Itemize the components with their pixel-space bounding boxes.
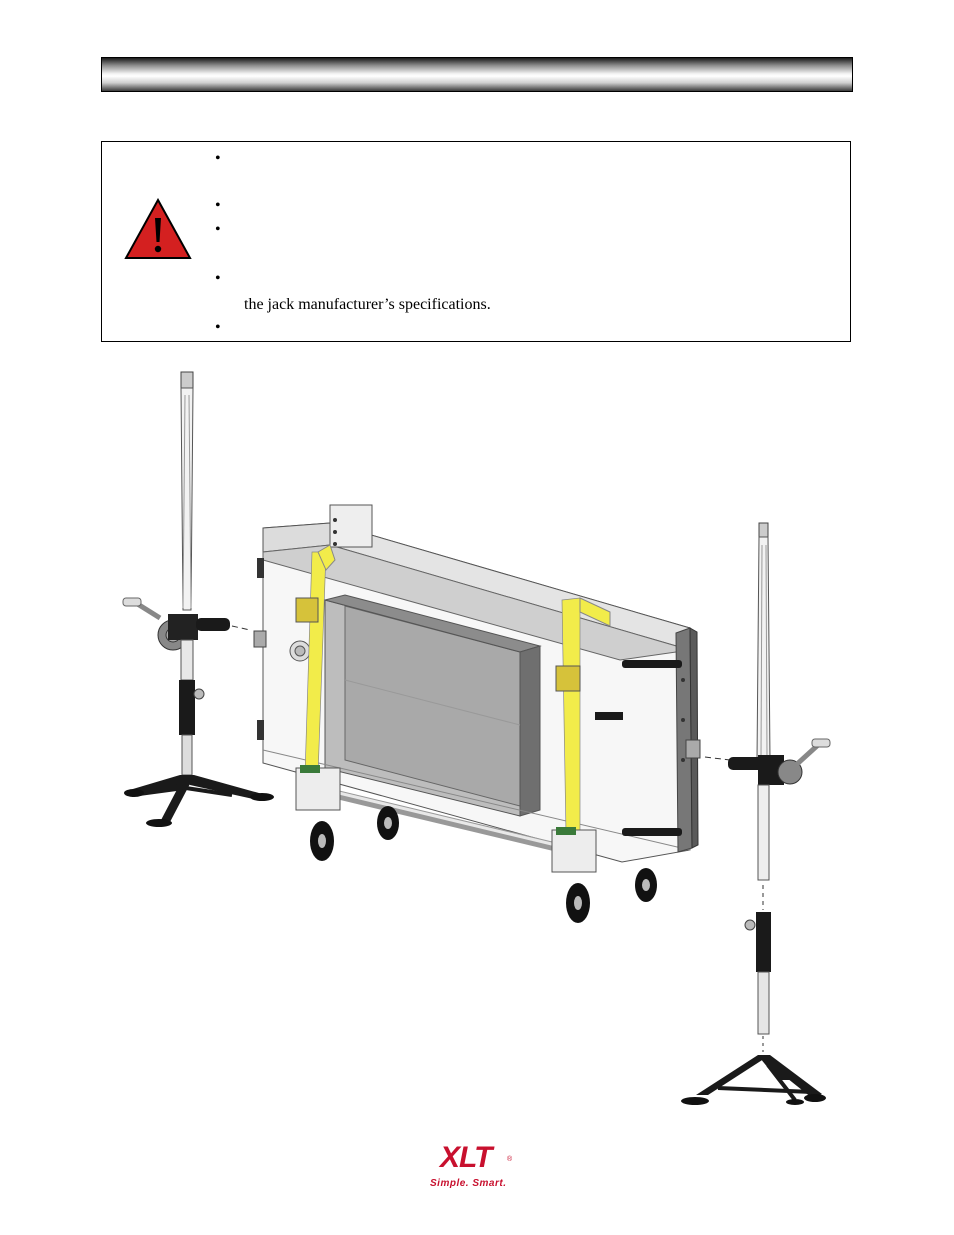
casters (295, 765, 657, 923)
right-frame-panel (595, 627, 701, 853)
warning-triangle-icon (124, 198, 192, 259)
xlt-logo: XLT ® Simple. Smart. (428, 1142, 528, 1192)
warning-bullet-4: • (215, 270, 221, 287)
section-header-bar (101, 57, 853, 92)
warning-bullet-1: • (215, 150, 221, 167)
cart-jack-assembly-illustration (122, 371, 831, 1105)
right-jack-stand (681, 522, 831, 1105)
warning-bullet-5: • (215, 319, 221, 336)
warning-bullet-3: • (215, 221, 221, 238)
warning-text-jack-specs: the jack manufacturer’s specifications. (244, 296, 491, 313)
logo-tagline: Simple. Smart. (430, 1178, 507, 1189)
left-jack-stand (122, 371, 274, 827)
ratchet-straps (295, 544, 611, 835)
logo-wordmark: XLT (440, 1141, 492, 1174)
logo-registered-mark: ® (507, 1156, 513, 1163)
warning-box: • • • • the jack manufacturer’s specific… (101, 141, 851, 342)
warning-bullet-2: • (215, 197, 221, 214)
